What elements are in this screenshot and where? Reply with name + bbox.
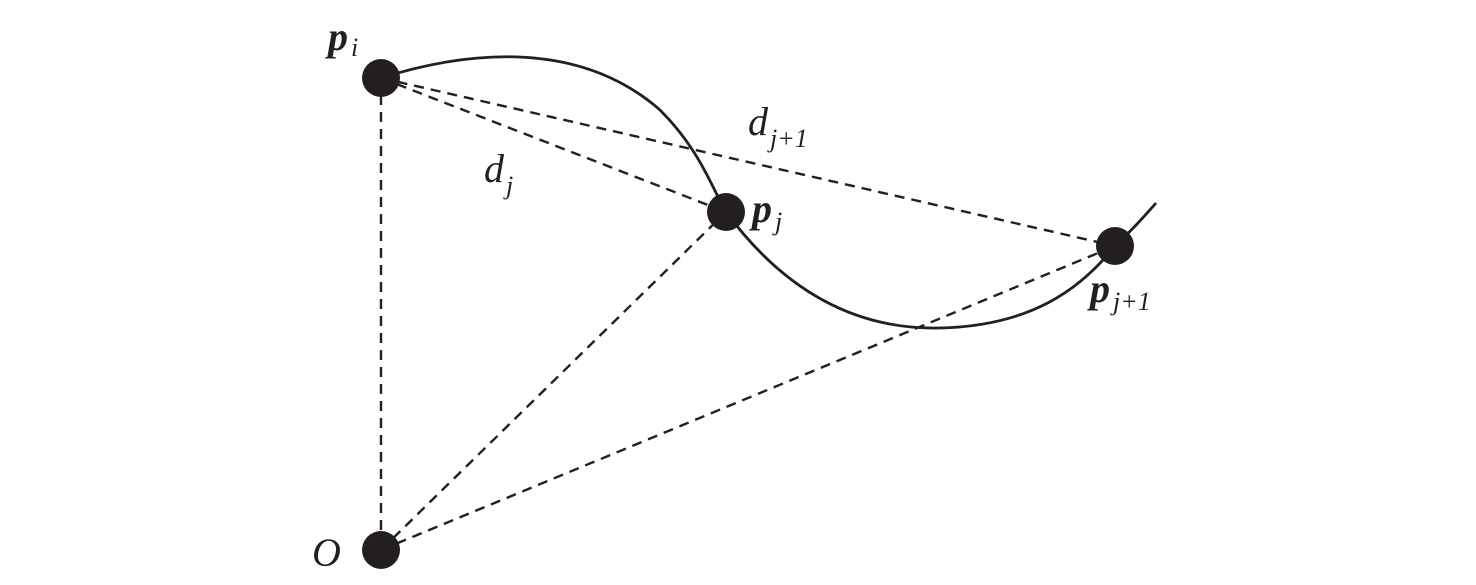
label-dj-base: d bbox=[484, 146, 505, 191]
label-dj: dj bbox=[484, 146, 513, 200]
label-origin: O bbox=[312, 530, 341, 575]
line-pi-to-pj1 bbox=[380, 76, 1116, 248]
label-dj1-base: d bbox=[748, 99, 769, 144]
label-pi-sub: i bbox=[351, 33, 358, 62]
points bbox=[362, 59, 1134, 569]
trajectory-curve bbox=[380, 55, 1158, 330]
label-pj-base: p bbox=[749, 186, 772, 231]
label-pj-sub: j bbox=[772, 207, 782, 236]
label-pi-base: p bbox=[325, 14, 348, 59]
label-dj1: dj+1 bbox=[748, 99, 808, 153]
label-dj-sub: j bbox=[503, 171, 513, 200]
construction-lines bbox=[379, 76, 1116, 552]
line-pi-to-pj bbox=[380, 76, 727, 214]
label-dj1-sub: j+1 bbox=[767, 124, 808, 153]
label-pj1-base: p bbox=[1087, 266, 1110, 311]
point-pi-marker bbox=[362, 59, 400, 97]
point-pj1-marker bbox=[1096, 227, 1134, 265]
point-origin-marker bbox=[362, 531, 400, 569]
label-origin-base: O bbox=[312, 530, 341, 575]
point-pj-marker bbox=[707, 193, 745, 231]
label-pj1-sub: j+1 bbox=[1110, 287, 1151, 316]
line-origin-to-pj bbox=[380, 211, 727, 551]
line-origin-to-pj1 bbox=[380, 244, 1116, 552]
